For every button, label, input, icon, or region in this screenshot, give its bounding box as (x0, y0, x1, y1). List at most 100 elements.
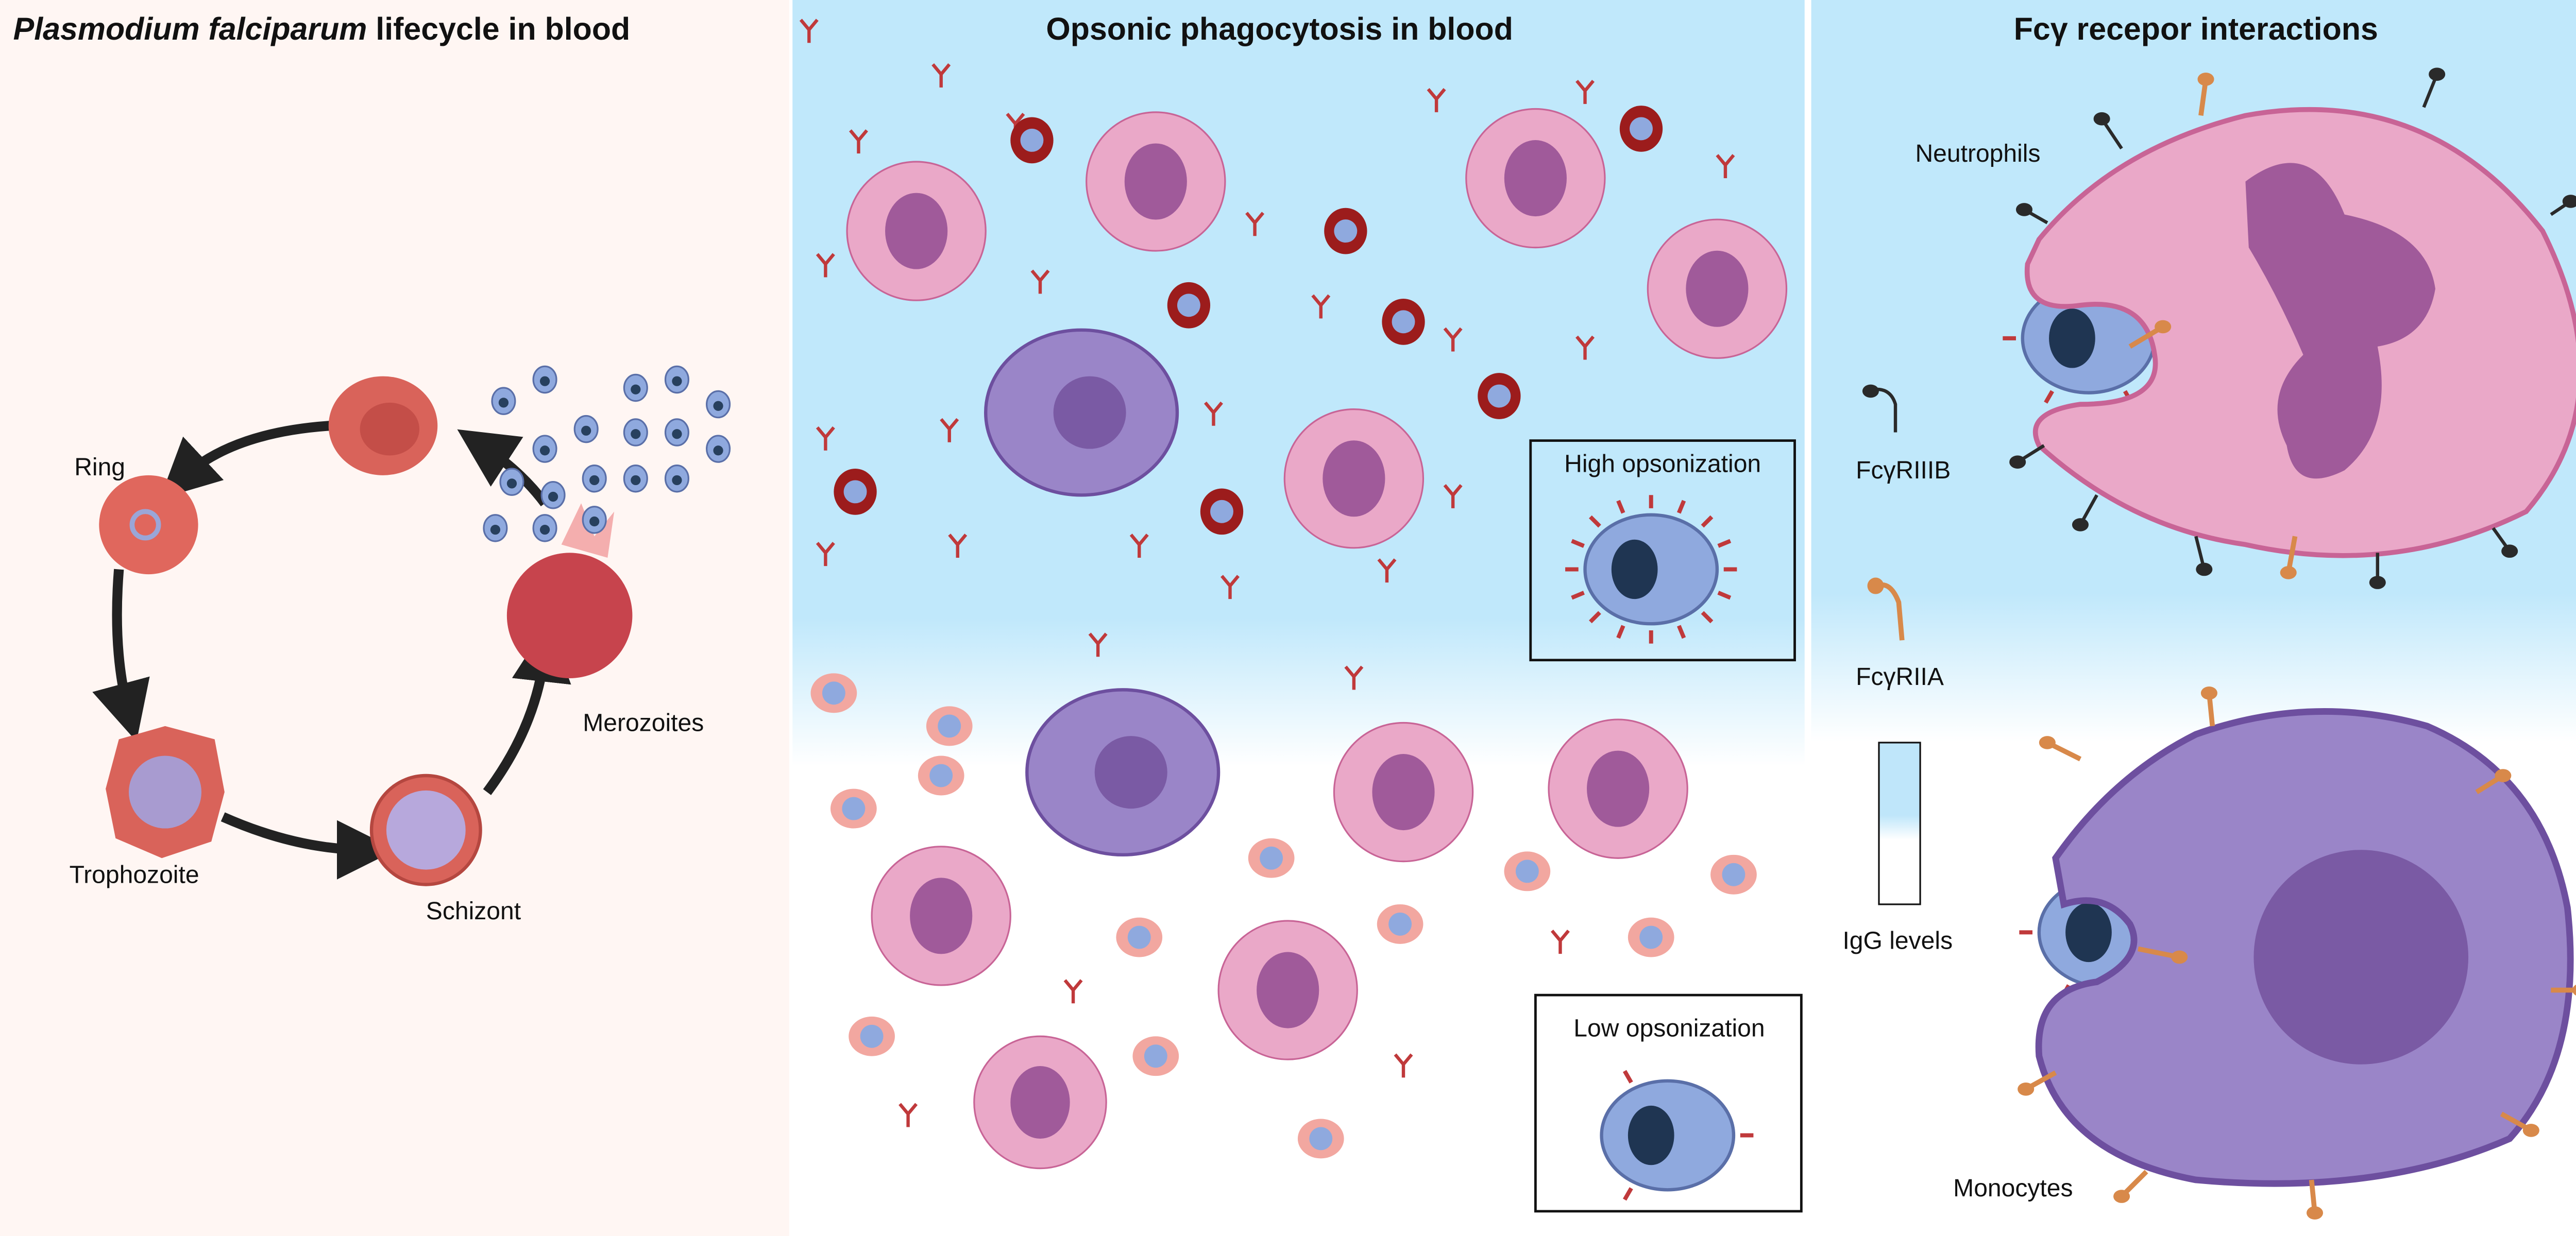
lifecycle-cycle: Ring Trophozoite Schizont Merozoites (70, 365, 731, 925)
fcgr2a-receptor-head (2171, 950, 2188, 964)
antibody (1063, 979, 1083, 1004)
arrow-to-trophozoite (92, 569, 150, 742)
monocyte-nucleus (1053, 376, 1126, 449)
parasite (929, 764, 953, 787)
fcgr2a-receptor-head (2039, 736, 2056, 749)
bound-antibody (1589, 515, 1601, 528)
parasite (1630, 117, 1653, 141)
antibody (799, 19, 819, 43)
fcgr2a-receptor-head (2200, 686, 2217, 700)
bound-antibody (1622, 1187, 1633, 1201)
antibody (816, 253, 835, 278)
fcgr3b-receptor-head (2015, 203, 2033, 216)
parasite (1127, 925, 1151, 949)
bound-antibody (1622, 1070, 1633, 1084)
merozoite-nucleus (631, 384, 641, 394)
antibody (1311, 294, 1331, 319)
monocyte-nucleus (2253, 850, 2469, 1065)
merozoite-nucleus (672, 376, 682, 386)
parasite (1177, 294, 1200, 317)
antibody (940, 418, 959, 442)
igg-level-bar (1878, 742, 1921, 905)
parasite (860, 1024, 884, 1048)
antibody (1427, 88, 1446, 112)
merozoite-nucleus (498, 398, 509, 408)
fcgr3b-receptor-head (2501, 544, 2518, 558)
schizont-parasite (386, 790, 466, 870)
bound-antibody (2044, 390, 2054, 404)
merozoite-nucleus (631, 429, 641, 439)
rbc-center (360, 402, 419, 456)
receptor-title: Fcγ recepor interactions (2014, 11, 2378, 46)
parasite (1515, 860, 1539, 883)
merozoite-nucleus (1611, 539, 1658, 599)
antibody (948, 534, 968, 558)
merozoite-nucleus (2065, 902, 2112, 963)
parasite (843, 480, 867, 504)
fcgr2a-legend-head (1867, 577, 1884, 594)
bound-antibody (1589, 611, 1601, 624)
merozoite-nucleus (1628, 1105, 1674, 1165)
high-opsonization-box (1529, 439, 1796, 662)
stage-label-merozoites: Merozoites (583, 709, 704, 736)
antibody (1245, 212, 1265, 236)
antibody (1716, 154, 1735, 179)
monocyte-nucleus (1094, 736, 1167, 809)
parasite (822, 681, 845, 705)
fc-receptors (2009, 67, 2576, 1220)
arrow-to-schizont (221, 812, 397, 880)
fcgr3b-receptor-head (2072, 518, 2089, 531)
fcgr2a-receptor-head (2018, 1083, 2035, 1096)
parasite (1392, 310, 1415, 334)
stage-label-trophozoite: Trophozoite (70, 861, 199, 888)
fcgr3b-label: FcγRIIIB (1856, 456, 1951, 484)
parasite (1334, 219, 1358, 243)
merozoite-nucleus (539, 524, 550, 535)
parasite (1487, 384, 1511, 408)
bound-antibody (1676, 625, 1686, 639)
low-opsonization-box (1534, 993, 1803, 1213)
fcgr3b-receptor-head (2196, 562, 2213, 576)
ring-stage-cell (99, 475, 198, 575)
fcgr2a-receptor-head (2522, 1124, 2539, 1137)
antibody (816, 542, 835, 566)
antibody (849, 129, 868, 153)
parasite (1144, 1044, 1167, 1068)
antibody (1221, 575, 1240, 599)
fcgr2a-receptor-head (2495, 769, 2512, 782)
blood-cells (799, 19, 1788, 1170)
antibody (1030, 269, 1050, 294)
merozoite-nucleus (539, 376, 550, 386)
neutrophil-nucleus (1504, 140, 1567, 217)
fcgr3b-legend-head (1862, 384, 1879, 398)
merozoite-nucleus (631, 475, 641, 486)
antibody (1394, 1053, 1413, 1078)
antibody (1204, 401, 1223, 426)
igg-levels-label: IgG levels (1842, 926, 1953, 954)
antibody (1377, 558, 1397, 583)
merozoite-nucleus (713, 401, 723, 411)
merozoite-nucleus (589, 516, 600, 527)
monocytes-label: Monocytes (1953, 1174, 2073, 1202)
fcgr3b-receptor-head (2093, 112, 2110, 126)
merozoite-nucleus (672, 429, 682, 439)
neutrophil-nucleus (1124, 143, 1187, 220)
bound-antibody (1616, 500, 1625, 514)
stage-label-ring: Ring (74, 453, 125, 481)
antibody (1344, 665, 1364, 690)
antibody (1575, 335, 1595, 360)
merozoite-nucleus (506, 478, 517, 489)
stage-label-schizont: Schizont (426, 897, 521, 925)
parasite (1309, 1127, 1333, 1151)
parasite (842, 797, 866, 820)
parasite (1722, 863, 1745, 886)
phagocytosis-title: Opsonic phagocytosis in blood (1046, 11, 1513, 46)
arrow-to-ring (160, 421, 331, 499)
antibody (1088, 632, 1108, 657)
merozoite-nucleus (581, 425, 591, 436)
bound-antibody (1616, 625, 1625, 639)
legend: FcγRIIIB FcγRIIA IgG levels Neutrophils … (1842, 140, 2073, 1202)
antibody (1550, 930, 1570, 954)
merozoite-nucleus (539, 445, 550, 456)
